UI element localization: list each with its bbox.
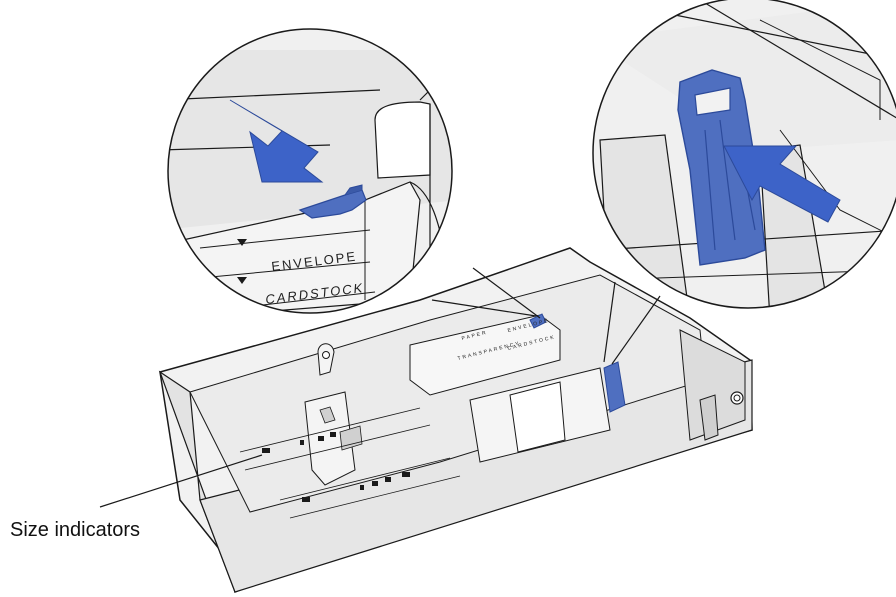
callout-leader-line bbox=[99, 454, 263, 508]
triangle-marker-icon bbox=[237, 277, 247, 284]
zoom-circle-right bbox=[592, 0, 896, 309]
size-indicators-label: Size indicators bbox=[10, 519, 141, 541]
zoom-leader-lines bbox=[431, 267, 661, 365]
zoom-circle-left: ENVELOPE CARDSTOCK bbox=[167, 28, 453, 314]
triangle-marker-icon bbox=[237, 239, 247, 246]
paper-tray: PAPER ENVELOPE TRANSPARENCY CARDSTOCK bbox=[158, 247, 753, 594]
left-arrow-icon bbox=[723, 145, 841, 223]
down-arrow-icon bbox=[229, 99, 324, 183]
